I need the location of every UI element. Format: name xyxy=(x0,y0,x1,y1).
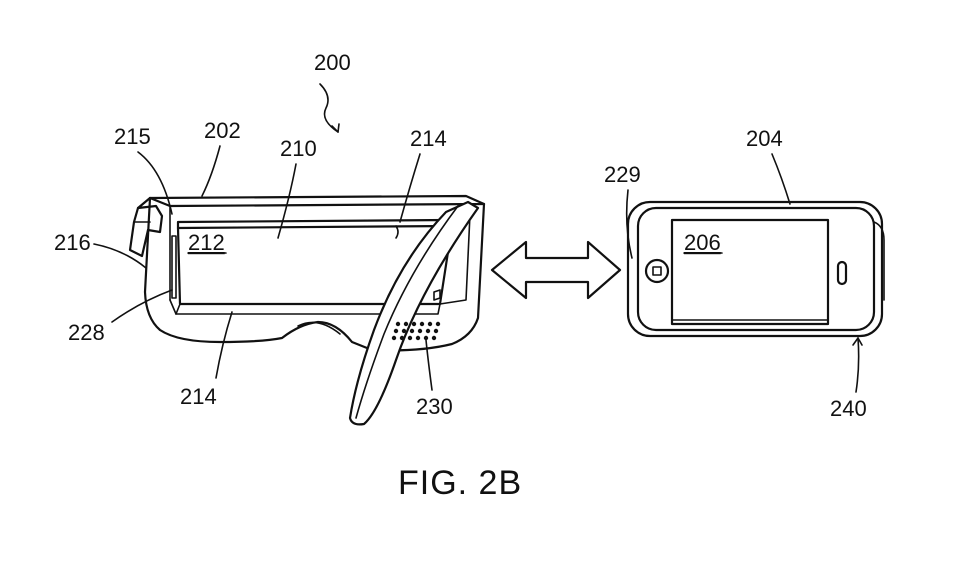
ref-label-vents: 230 xyxy=(416,394,453,419)
ref-label-frame-top: 214 xyxy=(410,126,447,151)
figure-caption: FIG. 2B xyxy=(398,464,522,502)
ref-label-device: 204 xyxy=(746,126,783,151)
ref-label-system: 200 xyxy=(314,50,351,75)
ref-label-display: 212 xyxy=(188,230,225,255)
ref-label-display-area: 210 xyxy=(280,136,317,161)
vent-grid xyxy=(391,321,441,341)
home-button-icon xyxy=(644,258,670,284)
ref-label-screen: 206 xyxy=(684,230,721,255)
ref-label-corner: 215 xyxy=(114,124,151,149)
device-screen xyxy=(670,218,830,326)
ref-label-side: 216 xyxy=(54,230,91,255)
ref-label-case: 240 xyxy=(830,396,867,421)
ref-label-headset: 202 xyxy=(204,118,241,143)
ref-label-home-button: 229 xyxy=(604,162,641,187)
speaker-slot-icon xyxy=(836,260,848,286)
ref-label-slot: 228 xyxy=(68,320,105,345)
leader-lines xyxy=(93,83,863,393)
headset-strap xyxy=(348,200,480,426)
double-arrow-icon xyxy=(490,240,622,300)
device-case xyxy=(626,200,885,338)
ref-label-frame-bottom: 214 xyxy=(180,384,217,409)
